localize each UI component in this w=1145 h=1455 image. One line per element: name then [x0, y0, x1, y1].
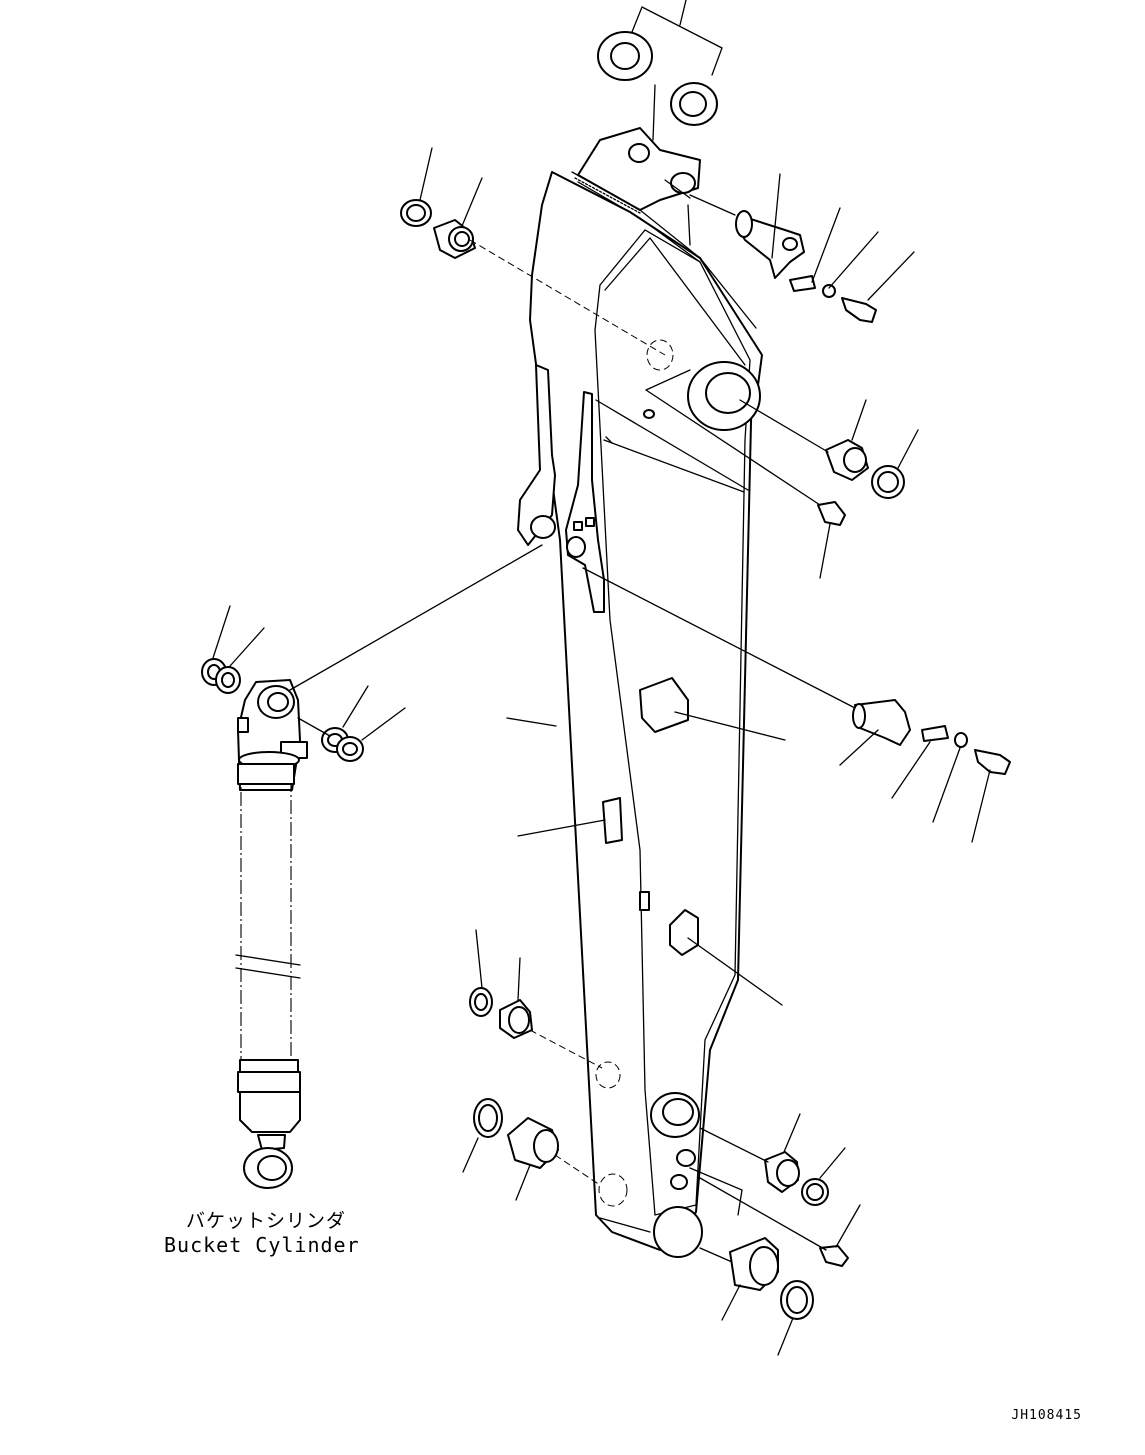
- upper-right-bushing: [739, 399, 919, 499]
- lower-right-bushings: [689, 1113, 861, 1356]
- cylinder-washers: [201, 605, 406, 762]
- leader-lines: [506, 711, 786, 1006]
- arm-body: [517, 127, 763, 1258]
- top-shims: [597, 0, 723, 141]
- bucket-cylinder: [235, 544, 543, 1189]
- bucket-cylinder-label-en: Bucket Cylinder: [164, 1233, 360, 1257]
- top-left-bushing: [400, 147, 666, 356]
- bucket-cylinder-label-jp: バケットシリンダ: [186, 1210, 347, 1232]
- lower-left-bushings: [462, 929, 603, 1201]
- upper-grease-fitting: [645, 369, 846, 579]
- top-pin-assembly: [664, 173, 915, 323]
- drawing-number: JH108415: [1011, 1408, 1082, 1423]
- link-pin-assembly: [582, 567, 1011, 843]
